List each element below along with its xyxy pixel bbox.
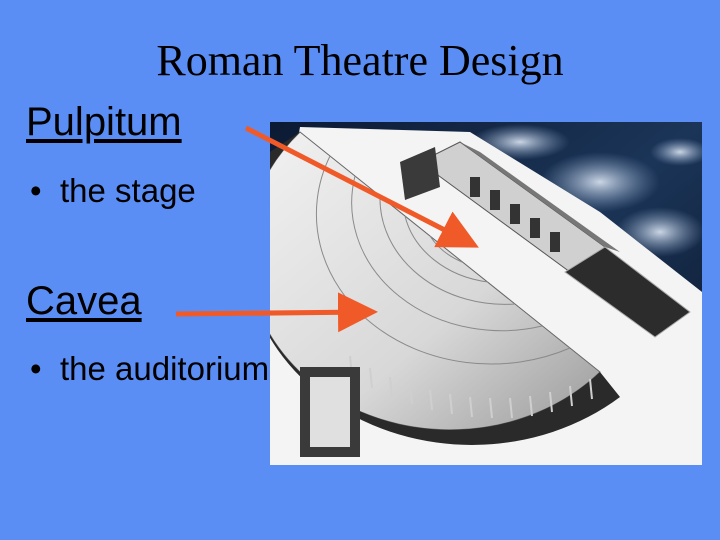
- arrow-cavea: [175, 292, 378, 333]
- arrow-pulpitum: [244, 125, 479, 248]
- bullet-dot: •: [30, 350, 42, 387]
- bullet-text: the stage: [60, 172, 196, 209]
- heading-cavea: Cavea: [26, 279, 142, 323]
- bullet-text: the auditorium: [60, 350, 270, 387]
- slide-title: Roman Theatre Design: [156, 36, 564, 85]
- bullet-the-auditorium: • the auditorium: [30, 350, 290, 388]
- heading-pulpitum: Pulpitum: [26, 100, 182, 144]
- bullet-dot: •: [30, 172, 42, 209]
- bullet-the-stage: • the stage: [30, 172, 290, 210]
- theatre-model-image: [270, 122, 702, 465]
